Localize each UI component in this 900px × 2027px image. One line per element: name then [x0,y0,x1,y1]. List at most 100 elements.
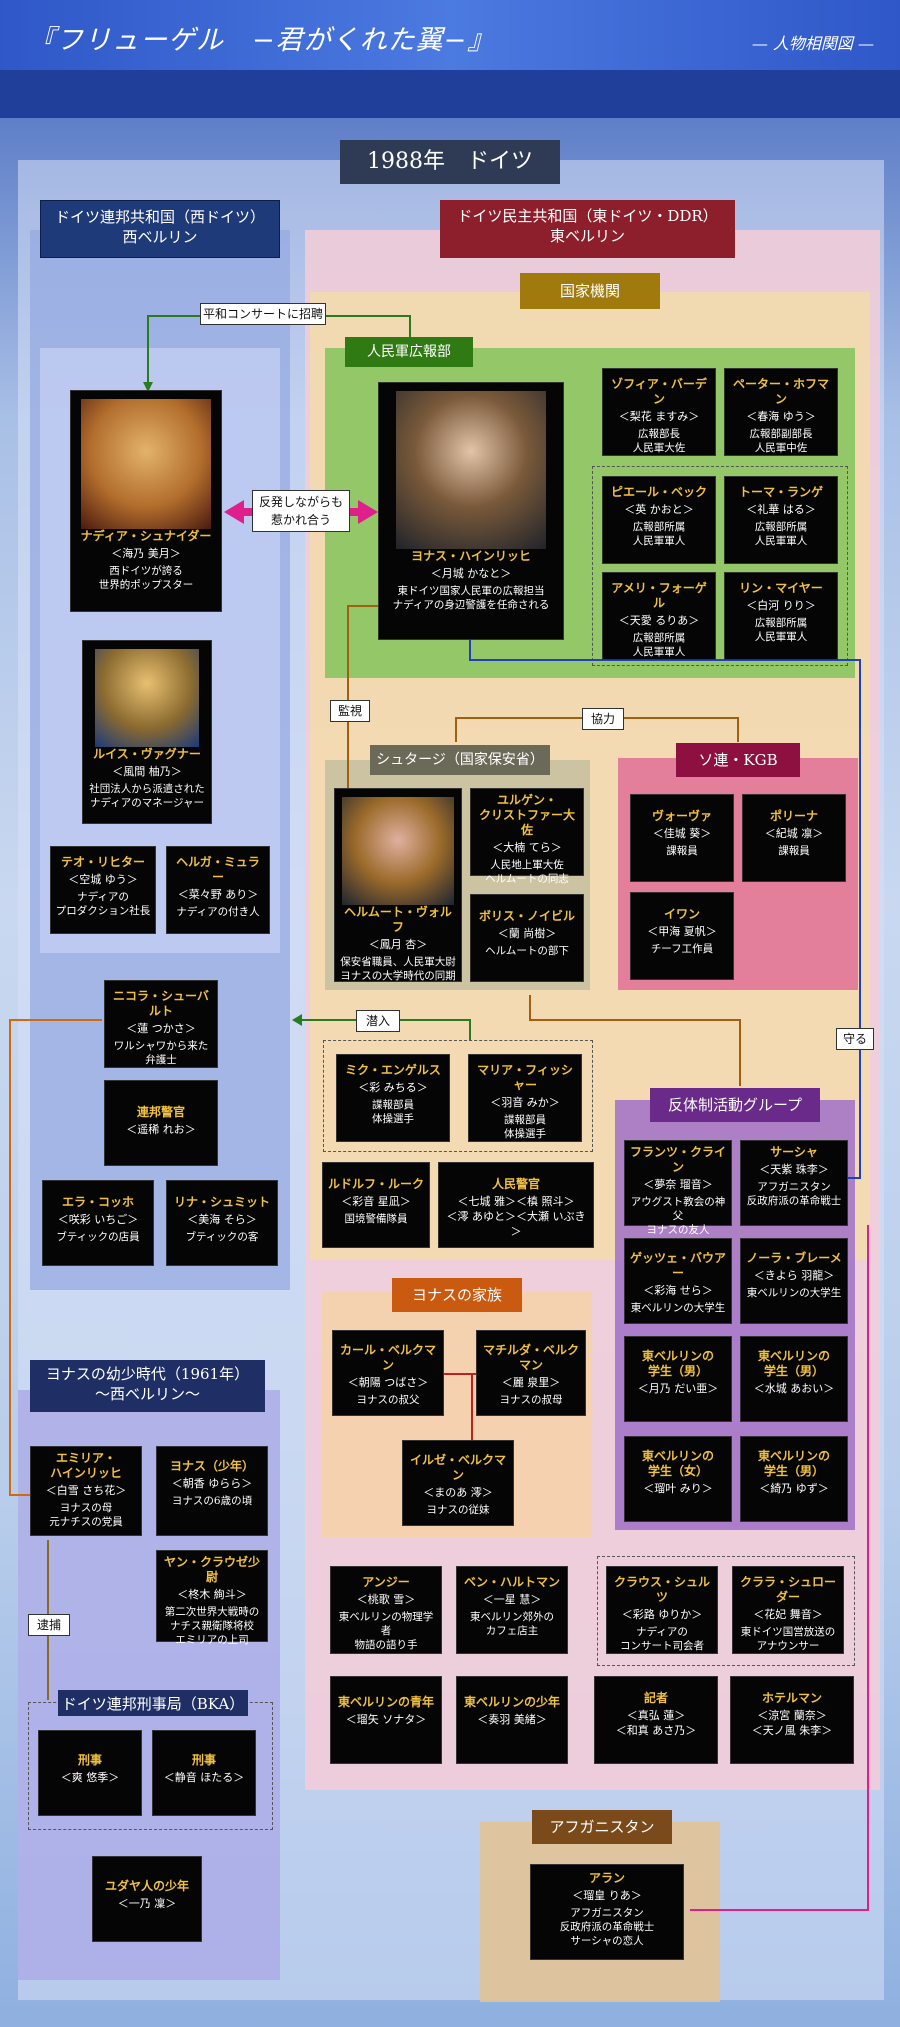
desc: サーシャの恋人 [570,1935,644,1947]
character-card-peter[interactable]: ペーター・ホフマン ＜春海 ゆう＞ 広報部副部長 人民軍中佐 [724,368,838,456]
name: マリア・フィッシャー [477,1063,573,1092]
resistance-link-line [529,995,741,1086]
actor: ＜瑠叶 みり＞ [643,1482,713,1495]
character-card-miku[interactable]: ミク・エンゲルス ＜彩 みちる＞ 諜報部員 体操選手 [336,1054,450,1142]
character-card-boris[interactable]: ボリス・ノイビル ＜蘭 尚樹＞ ヘルムートの部下 [470,894,584,982]
name: クラウス・シュルツ [613,1575,710,1604]
character-card-ilse[interactable]: イルゼ・ベルクマン ＜まのあ 澪＞ ヨナスの従妹 [402,1440,514,1526]
character-card-nicola[interactable]: ニコラ・シューバルト ＜蓮 つかさ＞ ワルシャワから来た 弁護士 [104,980,218,1068]
character-card-hotelman[interactable]: ホテルマン ＜涼宮 蘭奈＞ ＜天ノ風 朱李＞ [730,1676,854,1764]
name: ヘルガ・ミュラー [176,855,260,884]
portrait-helmut [342,797,454,905]
character-card-sasha[interactable]: サーシャ ＜天紫 珠李＞ アフガニスタン 反政府派の革命戦士 [740,1140,848,1226]
character-card-helga[interactable]: ヘルガ・ミュラー ＜菜々野 あり＞ ナディアの付き人 [166,846,270,934]
character-card-student-2[interactable]: 東ベルリンの 学生（男） ＜水城 あおい＞ [740,1336,848,1422]
character-card-klara[interactable]: クララ・シュローダー ＜花妃 舞音＞ 東ドイツ国営放送の アナウンサー [732,1566,844,1654]
character-card-vova[interactable]: ヴォーヴァ ＜佳城 葵＞ 課報員 [630,794,734,882]
character-card-thomas[interactable]: トーマ・ランゲ ＜礼華 はる＞ 広報部所属 人民軍軍人 [724,476,838,564]
character-card-youth[interactable]: 東ベルリンの青年 ＜瑠矢 ソナタ＞ [330,1676,442,1764]
desc: 諜報部員 [504,1114,546,1126]
character-card-nora[interactable]: ノーラ・ブレーメ ＜きよら 羽龍＞ 東ベルリンの大学生 [740,1238,848,1324]
character-card-maria[interactable]: マリア・フィッシャー ＜羽音 みか＞ 諜報部員 体操選手 [468,1054,582,1142]
character-card-emilia[interactable]: エミリア・ ハインリッヒ ＜白雪 さち花＞ ヨナスの母 元ナチスの党員 [30,1446,142,1536]
character-card-reporter[interactable]: 記者 ＜真弘 蓮＞ ＜和真 あさ乃＞ [594,1676,718,1764]
character-card-theo[interactable]: テオ・リヒター ＜空城 ゆう＞ ナディアの プロダクション社長 [50,846,156,934]
desc: 広報部所属 [754,617,808,629]
desc: アウグスト教会の神父 [630,1196,726,1222]
character-card-fedpolice[interactable]: 連邦警官 ＜遥稀 れお＞ [104,1080,218,1166]
actor: ＜月乃 だい亜＞ [637,1382,719,1395]
desc: 広報部所属 [632,632,686,644]
name: 東ベルリンの [641,1449,714,1463]
spies-group [323,1040,593,1152]
character-card-goetze[interactable]: ゲッツェ・バウアー ＜彩海 せら＞ 東ベルリンの大学生 [624,1238,732,1324]
character-card-jurgen[interactable]: ユルゲン・ クリストファー大佐 ＜大楠 てら＞ 人民地上軍大佐 ヘルムートの同志 [470,788,584,885]
character-card-polina[interactable]: ポリーナ ＜紀城 凛＞ 課報員 [742,794,846,882]
name: ペーター・ホフマン [732,377,829,406]
character-card-detective-2[interactable]: 刑事 ＜静音 ほたる＞ [152,1730,256,1816]
east-header-line1: ドイツ民主共和国（東ドイツ・DDR） [457,207,718,225]
desc: ヨナスの友人 [646,1224,710,1236]
desc: 東ベルリンの物理学者 [338,1611,434,1637]
character-card-klaus[interactable]: クラウス・シュルツ ＜彩路 ゆりか＞ ナディアの コンサート司会者 [606,1566,718,1654]
west-germany-header: ドイツ連邦共和国（西ドイツ） 西ベルリン [40,200,280,258]
desc: 世界的ポップスター [98,579,194,591]
name: 刑事 [191,1753,216,1767]
desc: ブティックの客 [185,1231,259,1243]
actor: ＜礼華 はる＞ [746,503,816,516]
character-card-jewish-boy[interactable]: ユダヤ人の少年 ＜一乃 凜＞ [92,1856,202,1942]
character-card-pierre[interactable]: ピエール・ベック ＜英 かおと＞ 広報部所属 人民軍軍人 [602,476,716,564]
character-card-ella[interactable]: エラ・コッホ ＜咲彩 いちご＞ ブティックの店員 [42,1180,154,1266]
character-card-lin[interactable]: リン・マイヤー ＜白河 りり＞ 広報部所属 人民軍軍人 [724,572,838,660]
desc: 課報員 [778,845,810,857]
character-card-boy[interactable]: 東ベルリンの少年 ＜奏羽 美緒＞ [456,1676,568,1764]
attract-arrow-left [224,500,244,524]
character-card-jan[interactable]: ヤン・クラウゼ少尉 ＜柊木 絢斗＞ 第二次世界大戦時の ナチス親衛隊将校 エミリ… [156,1550,268,1646]
character-card-jonas[interactable]: ヨナス・ハインリッヒ ＜月城 かなと＞ 東ドイツ国家人民軍の広報担当 ナディアの… [378,382,564,640]
page-title: 『フリューゲル −君がくれた翼−』 [28,25,496,56]
actor: ＜菜々野 あり＞ [177,888,259,901]
character-card-angie[interactable]: アンジー ＜桃歌 雪＞ 東ベルリンの物理学者 物語の語り手 [330,1566,442,1654]
desc: 東ドイツ国営放送の [740,1626,836,1638]
desc: 人民軍軍人 [754,535,808,547]
character-card-nadia[interactable]: ナディア・シュナイダー ＜海乃 美月＞ 西ドイツが誇る 世界的ポップスター [70,390,222,612]
desc: アフガニスタン [757,1181,831,1193]
desc: アナウンサー [756,1640,820,1652]
character-card-louis[interactable]: ルイス・ヴァグナー ＜風間 柚乃＞ 社団法人から派遣された ナディアのマネージャ… [82,640,212,824]
name: ベン・ハルトマン [463,1575,560,1589]
character-card-rina[interactable]: リナ・シュミット ＜美海 そら＞ ブティックの客 [166,1180,278,1266]
name: ルドルフ・ルーク [327,1177,424,1191]
character-card-student-4[interactable]: 東ベルリンの 学生（男） ＜綺乃 ゆず＞ [740,1436,848,1522]
character-card-ben[interactable]: ベン・ハルトマン ＜一星 慧＞ 東ベルリン郊外の カフェ店主 [456,1566,568,1654]
character-card-student-1[interactable]: 東ベルリンの 学生（男） ＜月乃 だい亜＞ [624,1336,732,1422]
character-card-helmut[interactable]: ヘルムート・ヴォルフ ＜鳳月 杏＞ 保安省職員、人民軍大尉 ヨナスの大学時代の同… [334,788,462,982]
character-card-jonas-young[interactable]: ヨナス（少年） ＜朝香 ゆらら＞ ヨナスの6歳の頃 [156,1446,268,1536]
actor: ＜涼宮 蘭奈＞ [757,1709,827,1722]
bka-header: ドイツ連邦刑事局（BKA） [58,1690,248,1716]
actor: ＜澪 あゆと＞＜大瀬 いぶき＞ [446,1210,586,1238]
character-card-ivan[interactable]: イワン ＜甲海 夏帆＞ チーフ工作員 [630,892,734,980]
broadcast-group [597,1556,855,1666]
desc: 人民地上軍大佐 [490,859,564,871]
family-header: ヨナスの家族 [392,1278,522,1312]
character-card-rudolf[interactable]: ルドルフ・ルーク ＜彩音 星凪＞ 国境警備隊員 [322,1162,430,1248]
character-card-karl[interactable]: カール・ベルクマン ＜朝陽 つばさ＞ ヨナスの叔父 [332,1330,444,1416]
name: ナディア・シュナイダー [80,529,212,543]
character-card-amelie[interactable]: アメリ・フォーゲル ＜天愛 るりあ＞ 広報部所属 人民軍軍人 [602,572,716,660]
actor: ＜空城 ゆう＞ [68,873,138,886]
character-card-detective-1[interactable]: 刑事 ＜爽 悠季＞ [38,1730,142,1816]
character-card-mathilde[interactable]: マチルダ・ベルクマン ＜麗 泉里＞ ヨナスの叔母 [476,1330,586,1416]
desc: 人民軍中佐 [754,442,808,454]
character-card-sophia[interactable]: ゾフィア・バーデン ＜梨花 ますみ＞ 広報部長 人民軍大佐 [602,368,716,456]
character-card-franz[interactable]: フランツ・クライン ＜夢奈 瑠音＞ アウグスト教会の神父 ヨナスの友人 [624,1140,732,1236]
title-banner [0,0,900,70]
character-card-peoplepolice[interactable]: 人民警官 ＜七城 雅＞＜槙 照斗＞ ＜澪 あゆと＞＜大瀬 いぶき＞ [438,1162,594,1248]
desc: 西ドイツが誇る [109,565,183,577]
actor: ＜桃歌 雪＞ [356,1593,416,1606]
name: イルゼ・ベルクマン [409,1453,506,1482]
character-card-student-3[interactable]: 東ベルリンの 学生（女） ＜瑠叶 みり＞ [624,1436,732,1522]
actor: ＜甲海 夏帆＞ [647,925,717,938]
character-card-alan[interactable]: アラン ＜瑠皇 りあ＞ アフガニスタン 反政府派の革命戦士 サーシャの恋人 [530,1864,684,1960]
attract-tag-line1: 反発しながらも [258,495,343,509]
name: 学生（男） [647,1364,708,1378]
